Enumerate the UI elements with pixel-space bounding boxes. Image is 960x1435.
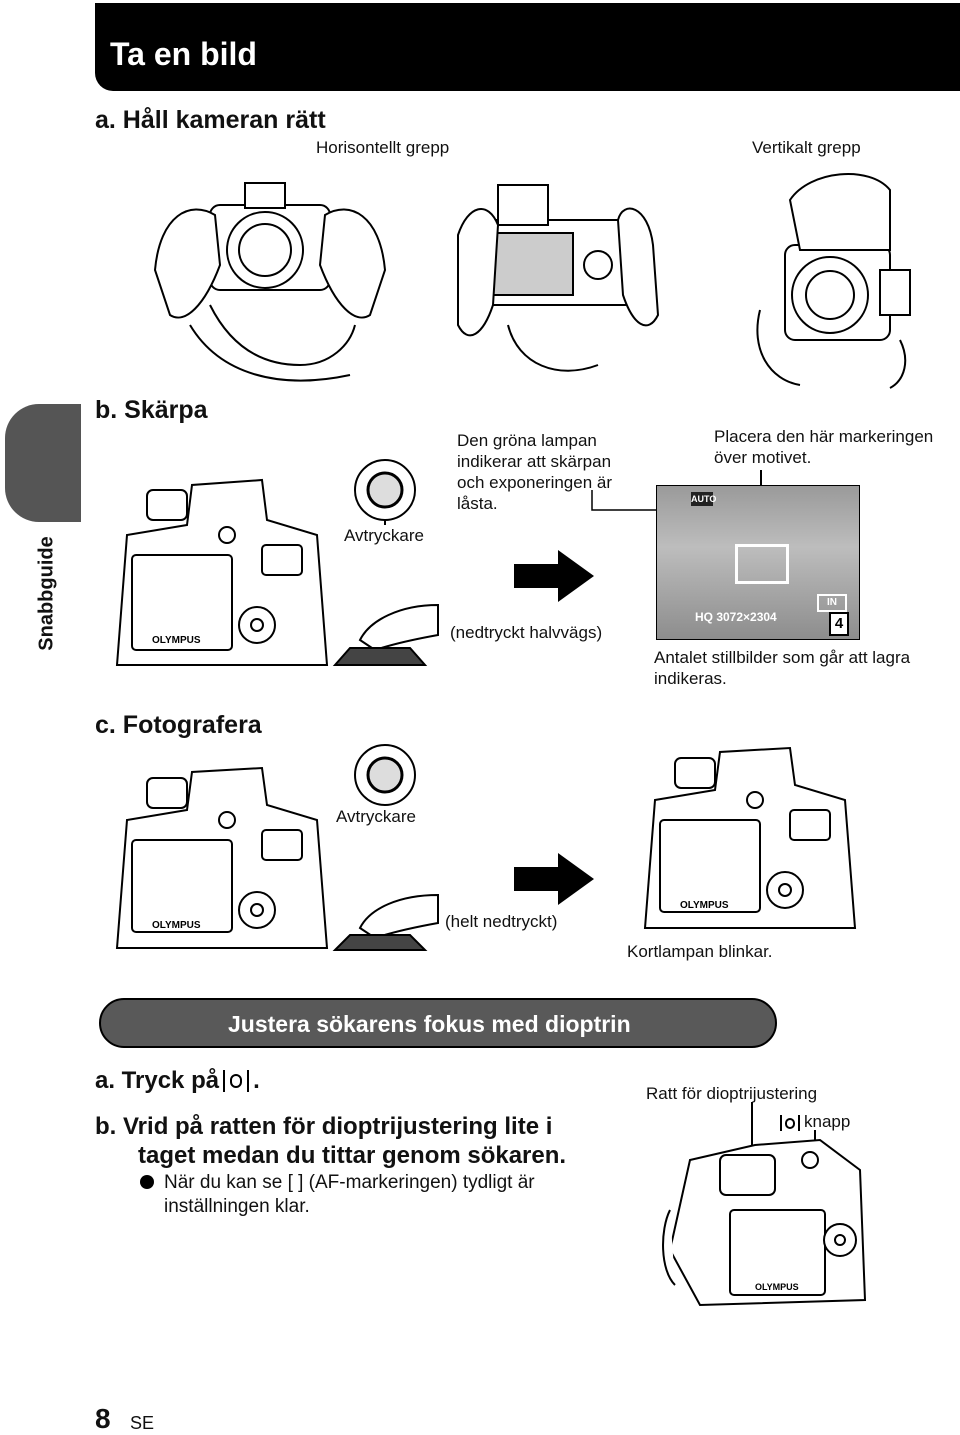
bullet-icon	[140, 1175, 154, 1189]
step-b: b. Vrid på ratten för dioptrijustering l…	[95, 1113, 567, 1169]
title-bar	[95, 3, 960, 91]
section-c-heading: c. Fotografera	[95, 711, 262, 739]
green-lamp-text: Den gröna lampan indikerar att skärpan o…	[457, 431, 613, 513]
section-a-heading: a. Håll kameran rätt	[95, 106, 326, 134]
place-mark-text: Placera den här markeringen över motivet…	[714, 427, 934, 467]
brand-text-diopter: OLYMPUS	[755, 1282, 799, 1292]
auto-mode-badge: AUTO	[691, 492, 717, 506]
section-b-heading: b. Skärpa	[95, 396, 208, 424]
remaining-shots-count: 4	[829, 612, 849, 636]
vertical-grip-label: Vertikalt grepp	[752, 138, 861, 157]
horizontal-grip-back-illustration	[457, 184, 660, 372]
camera-back-illustration-b: OLYMPUS	[115, 478, 329, 666]
language-code: SE	[130, 1413, 155, 1433]
shutter-button-icon	[354, 459, 416, 525]
diopter-banner-text: Justera sökarens fokus med dioptrin	[228, 1011, 631, 1037]
shutter-label-b: Avtryckare	[344, 526, 424, 545]
horizontal-grip-front-illustration	[153, 182, 387, 382]
shutter-label-c: Avtryckare	[336, 807, 416, 826]
finger-full-press-illustration	[332, 893, 439, 951]
side-tab-label: Snabbguide	[35, 536, 58, 651]
half-press-label: (nedtryckt halvvägs)	[450, 623, 603, 642]
step-a: a. Tryck på.	[95, 1067, 260, 1094]
camera-back-illustration-c-right: OLYMPUS	[643, 746, 857, 929]
camera-back-illustration-c: OLYMPUS	[115, 766, 329, 949]
card-lamp-label: Kortlampan blinkar.	[627, 942, 773, 961]
viewfinder-button-icon	[223, 1070, 250, 1092]
button-label: knapp	[776, 1111, 850, 1132]
diopter-banner	[99, 998, 777, 1048]
page-title: Ta en bild	[110, 36, 257, 72]
dial-label: Ratt för dioptrijustering	[646, 1084, 818, 1103]
horizontal-grip-label: Horisontellt grepp	[316, 138, 450, 157]
page-number: 8	[95, 1403, 111, 1434]
side-tab	[5, 404, 81, 522]
green-lamp-leader-line	[591, 490, 658, 511]
count-note-text: Antalet stillbilder som går att lagra in…	[654, 648, 911, 688]
finger-half-press-illustration	[332, 603, 439, 666]
af-target-mark	[735, 544, 789, 584]
viewfinder-button-icon-small	[780, 1115, 800, 1131]
diopter-note: När du kan se [ ] (AF-markeringen) tydli…	[140, 1171, 535, 1219]
vertical-grip-illustration	[756, 173, 911, 389]
internal-memory-indicator: IN	[817, 594, 847, 612]
diopter-camera-illustration: OLYMPUS	[662, 1102, 867, 1307]
brand-text-b: OLYMPUS	[152, 635, 201, 646]
brand-text-c: OLYMPUS	[152, 920, 201, 931]
right-arrow-icon	[514, 550, 594, 602]
full-press-label: (helt nedtryckt)	[445, 912, 558, 931]
lcd-preview: AUTO HQ 3072×2304 IN 4	[656, 485, 860, 640]
image-quality-info: HQ 3072×2304	[695, 610, 777, 624]
right-arrow-icon-c	[514, 853, 594, 905]
brand-text-c-right: OLYMPUS	[680, 900, 729, 911]
shutter-button-icon-c	[354, 744, 416, 806]
